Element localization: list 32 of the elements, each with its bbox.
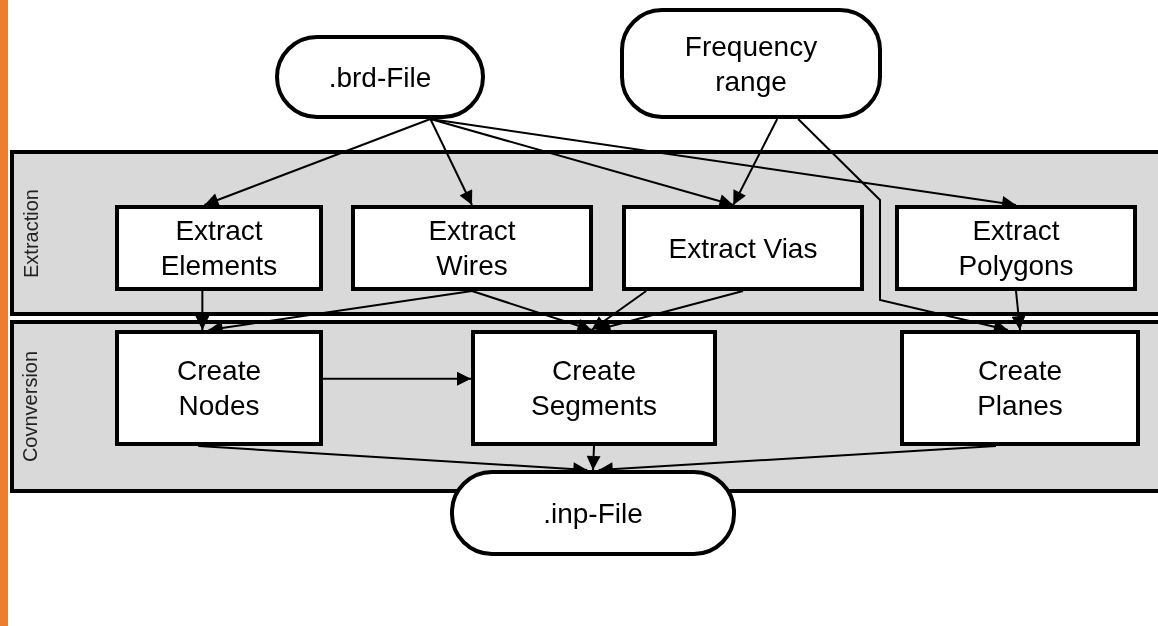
node-label: Extract Vias [668, 231, 818, 266]
arrow [203, 118, 432, 207]
node-label: .inp-File [543, 496, 643, 531]
process-box [471, 330, 717, 446]
process-box [115, 330, 323, 446]
process-box [900, 330, 1140, 446]
arrow [429, 118, 735, 208]
node-label: Extract Wires [427, 214, 517, 283]
group-label: Covnversion [19, 350, 43, 463]
node-label: .brd-File [328, 60, 432, 95]
process-box [351, 205, 593, 291]
node-label: Create Segments [529, 354, 659, 423]
process-box [115, 205, 323, 291]
group-band [10, 320, 1158, 493]
arrow [590, 290, 648, 331]
process-box [622, 205, 864, 291]
arrow [586, 445, 601, 471]
arrow [471, 290, 593, 333]
terminal-pill [620, 8, 882, 119]
group-label: Extraction [19, 188, 43, 278]
node-label: Create Nodes [175, 354, 262, 423]
process-box [895, 205, 1137, 291]
arrow [732, 118, 779, 206]
node-label: Extract Elements [159, 214, 279, 283]
arrow [195, 290, 210, 331]
arrow [322, 371, 472, 386]
node-label: Extract Polygons [957, 214, 1075, 283]
arrow [1011, 290, 1026, 331]
node-label: Frequency range [683, 29, 819, 99]
arrow [429, 118, 473, 206]
group-band [10, 150, 1158, 316]
node-label: Create Planes [976, 354, 1064, 423]
